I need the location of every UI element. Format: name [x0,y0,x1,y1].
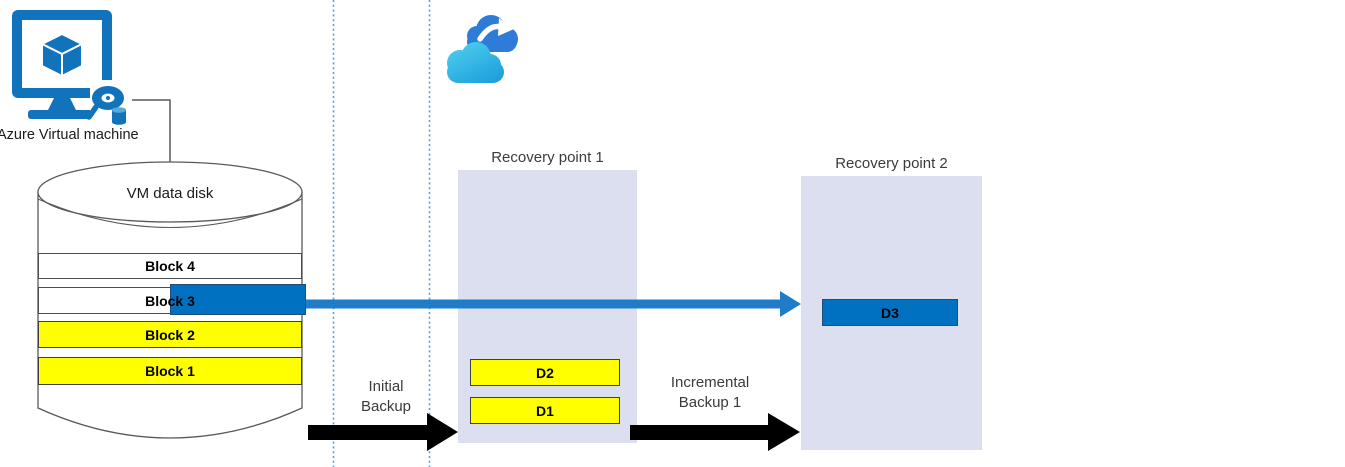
disk-search-icon [86,80,132,126]
initial-backup-label-line2: Backup [360,398,412,415]
incremental-backup-label-line2: Backup 1 [678,394,742,411]
d2-label: D2 [536,364,554,381]
block-2-label: Block 2 [145,326,195,343]
block-4-label: Block 4 [145,258,195,274]
block-1: Block 1 [38,357,302,385]
azure-vm-label: Azure Virtual machine [0,127,139,143]
vm-data-disk-title: VM data disk [126,185,214,202]
initial-backup-arrow [308,413,458,451]
changed-block-arrow [305,291,801,317]
initial-backup-label-line1: Initial [368,378,404,395]
initial-backup-label: Initial Backup [336,377,436,417]
incremental-backup-arrow [630,413,800,451]
block-3: Block 3 [38,284,306,315]
sync-arrow-icon [477,18,514,42]
front-cloud [447,42,504,83]
block-3-label: Block 3 [145,292,195,309]
block-3-changed-overlay [169,284,306,315]
block-2: Block 2 [38,321,302,348]
block-4: Block 4 [38,253,302,279]
d2-block: D2 [470,359,620,386]
cloud-sync-icon [447,15,518,83]
d3-label: D3 [881,304,899,321]
recovery-point-2-title: Recovery point 2 [835,155,948,172]
azure-vm-icon [12,10,132,126]
vm-to-disk-connector [127,99,171,166]
vm-monitor-icon [12,10,112,119]
block-1-label: Block 1 [145,363,195,379]
d1-block: D1 [470,397,620,424]
cube-icon [41,33,83,77]
recovery-point-1-title: Recovery point 1 [491,149,604,166]
incremental-backup-label: Incremental Backup 1 [640,373,780,413]
d3-block: D3 [822,299,958,326]
d1-label: D1 [536,402,554,419]
incremental-backup-label-line1: Incremental [670,374,750,391]
